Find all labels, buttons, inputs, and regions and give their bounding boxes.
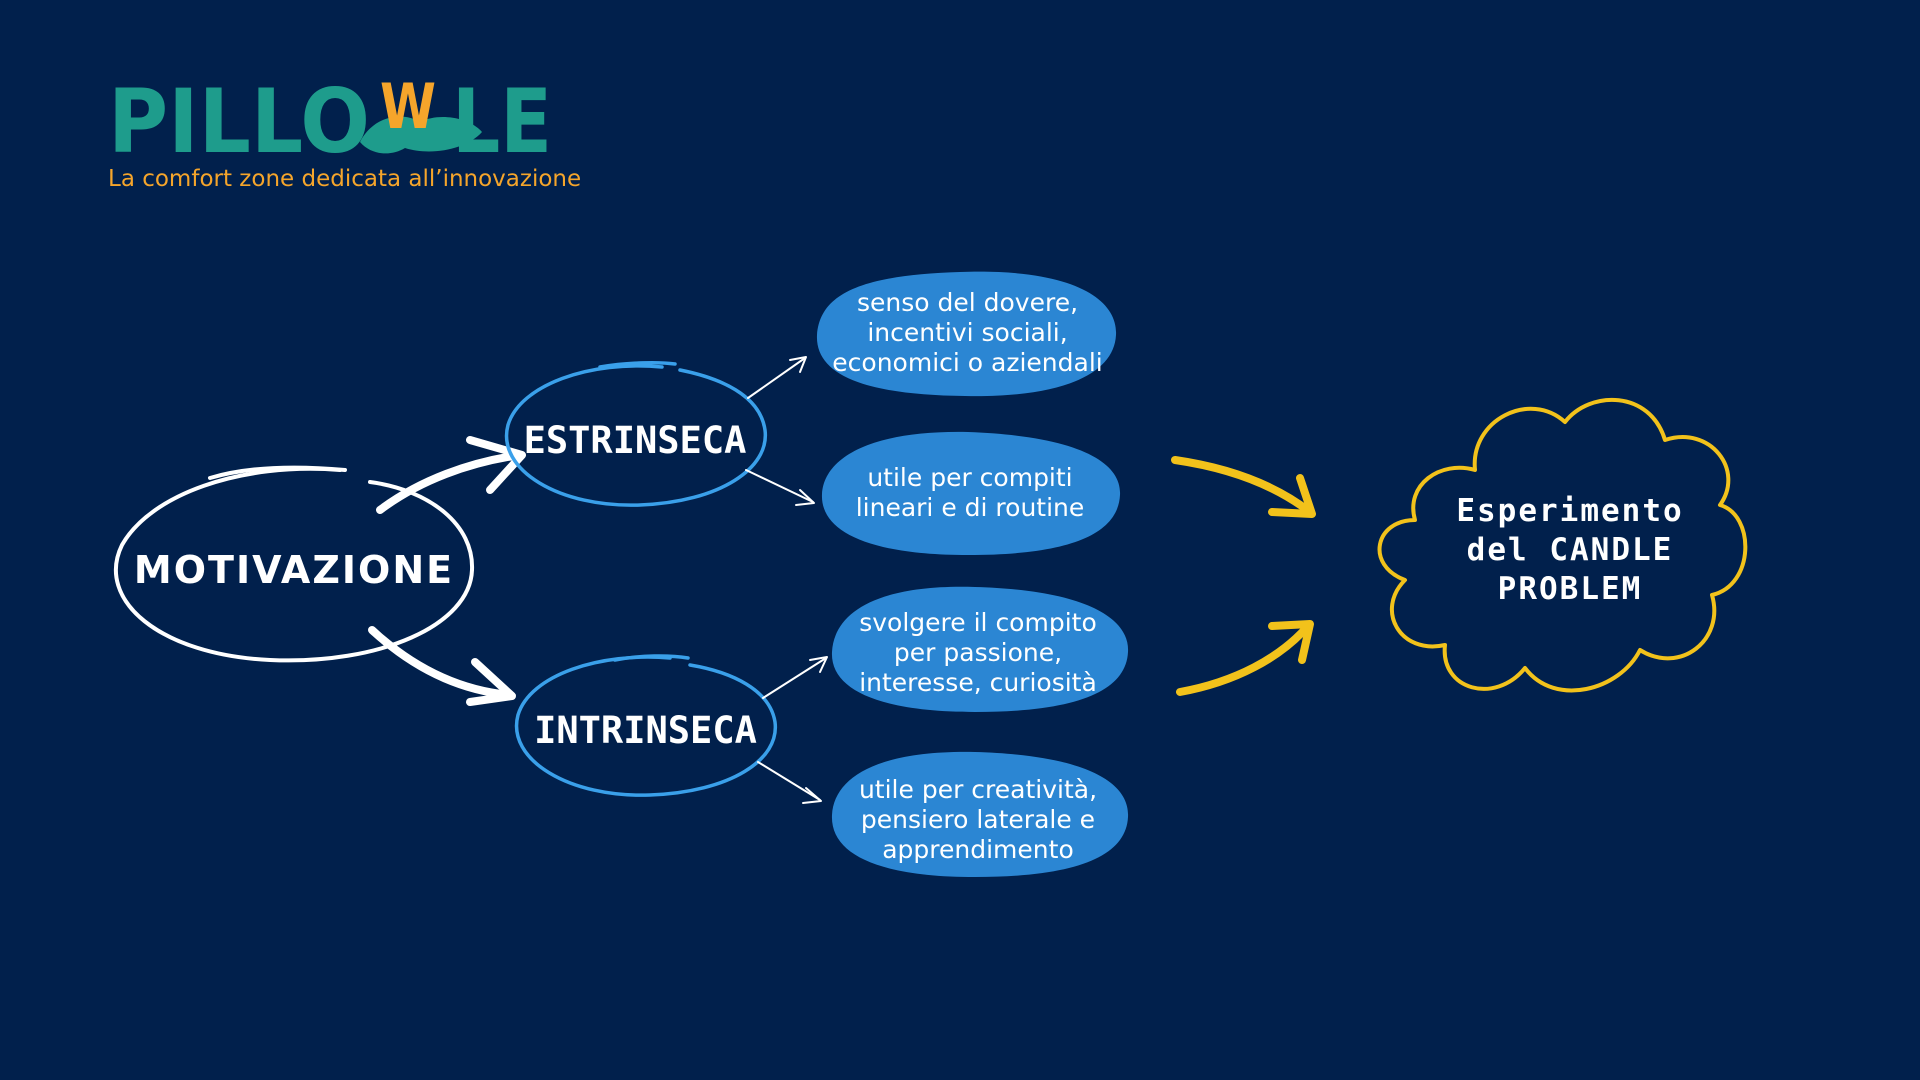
branch-label-estrinseca: ESTRINSECA <box>523 418 747 462</box>
bubble-shape-1 <box>816 271 1117 397</box>
branch-bubble-arrows <box>745 356 828 804</box>
logo: PILLO W LE <box>108 70 552 173</box>
logo-word-left: PILLO <box>108 70 370 173</box>
logo-fish-icon <box>360 116 482 154</box>
branch-int-outline <box>514 654 777 797</box>
branch-label-intrinseca: INTRINSECA <box>534 708 757 752</box>
root-node-label: MOTIVAZIONE <box>133 548 455 592</box>
root-node-outline <box>114 465 475 663</box>
root-branch-arrows <box>368 436 526 706</box>
bubbles <box>816 271 1129 877</box>
bubble-text-1: senso del dovere, incentivi sociali, eco… <box>832 287 1103 377</box>
branch-est-outline <box>504 361 767 507</box>
bubble-text-4: utile per creatività, pensiero laterale … <box>858 774 1098 864</box>
bubble-shape-4 <box>831 751 1129 877</box>
logo-word-right: LE <box>452 70 552 173</box>
outcome-arrows <box>1171 456 1316 696</box>
logo-tagline: La comfort zone dedicata all’innovazione <box>108 166 582 192</box>
bubble-shape-2 <box>821 431 1121 555</box>
bubble-text-3: svolgere il compito per passione, intere… <box>859 607 1097 697</box>
bubble-shape-3 <box>831 586 1129 712</box>
outcome-label: Esperimento del CANDLE PROBLEM <box>1456 492 1684 607</box>
logo-word-accent: W <box>380 70 436 143</box>
bubble-text-2: utile per compiti lineari e di routine <box>855 462 1085 522</box>
outcome-cloud <box>1377 397 1748 693</box>
